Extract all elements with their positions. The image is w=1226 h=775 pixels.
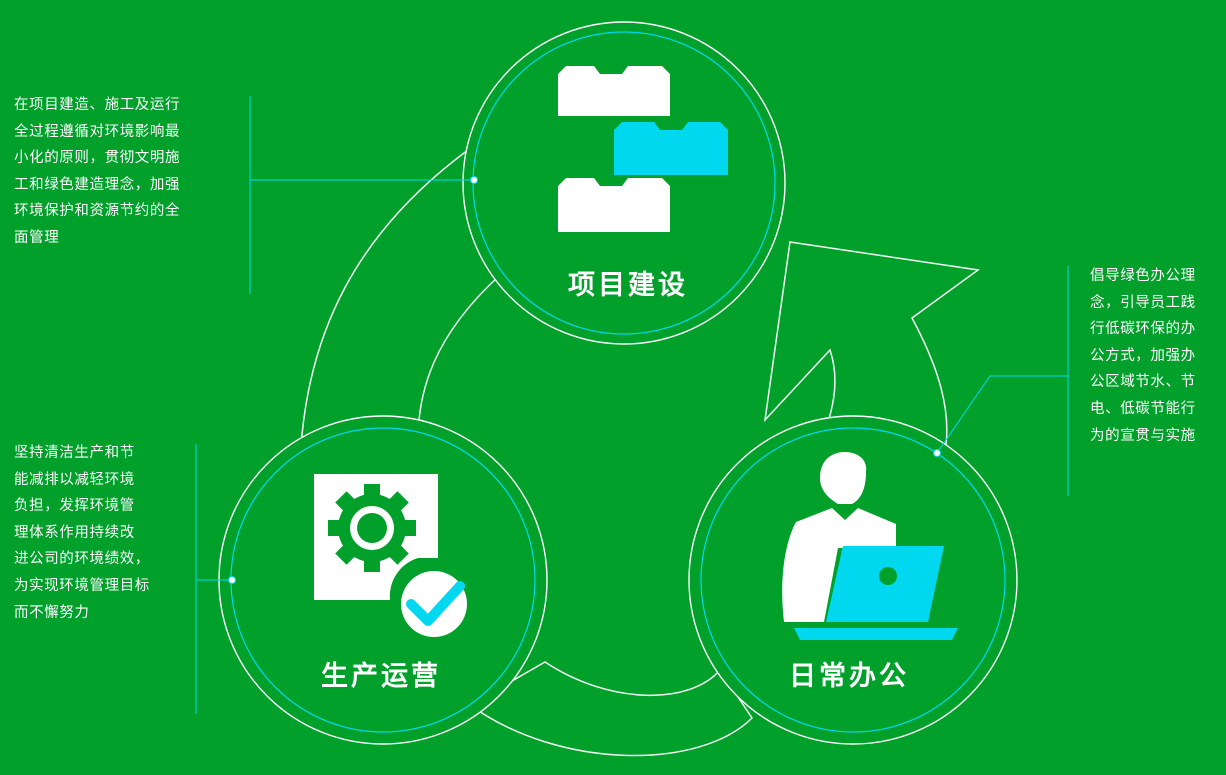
leader-project (249, 96, 474, 294)
description-line: 环境保护和资源节约的全 (14, 203, 181, 220)
description-line: 行低碳环保的办 (1090, 321, 1196, 338)
description-line: 公方式，加强办 (1090, 347, 1196, 364)
description-line: 理体系作用持续改 (14, 524, 135, 541)
node-title-production: 生产运营 (321, 661, 441, 692)
node-title-office: 日常办公 (789, 661, 909, 692)
description-line: 为的宣贯与实施 (1090, 427, 1196, 444)
leader-production (195, 444, 232, 714)
description-line: 电、低碳节能行 (1090, 400, 1196, 417)
description-line: 能减排以减轻环境 (14, 471, 135, 488)
leader-dots (228, 176, 941, 584)
gear-check-icon (314, 474, 474, 644)
description-line: 倡导绿色办公理 (1090, 268, 1196, 284)
node-title-project: 项目建设 (568, 270, 688, 301)
description-project: 在项目建造、施工及运行 全过程遵循对环境影响最 小化的原则，贯彻文明施 工和绿色… (14, 92, 242, 252)
description-line: 工和绿色建造理念，加强 (14, 176, 181, 193)
description-line: 坚持清洁生产和节 (14, 445, 135, 461)
leader-lines (195, 96, 1069, 714)
description-line: 公区域节水、节 (1090, 374, 1196, 391)
leader-office (936, 266, 1069, 496)
description-line: 为实现环境管理目标 (14, 577, 150, 594)
description-production: 坚持清洁生产和节 能减排以减轻环境 负担，发挥环境管 理体系作用持续改 进公司的… (14, 440, 186, 626)
description-line: 进公司的环境绩效， (14, 551, 150, 568)
description-line: 在项目建造、施工及运行 (14, 97, 181, 113)
description-line: 小化的原则，贯彻文明施 (14, 150, 181, 167)
description-office: 倡导绿色办公理 念，引导员工践 行低碳环保的办 公方式，加强办 公区域节水、节 … (1090, 263, 1224, 449)
description-line: 而不懈努力 (14, 604, 90, 621)
folders-icon (558, 66, 728, 232)
description-line: 面管理 (14, 229, 60, 246)
description-line: 负担，发挥环境管 (14, 498, 135, 515)
person-laptop-icon (782, 452, 958, 640)
arrow-bottom (468, 661, 753, 757)
description-line: 全过程遵循对环境影响最 (14, 123, 181, 140)
description-line: 念，引导员工践 (1090, 294, 1196, 311)
